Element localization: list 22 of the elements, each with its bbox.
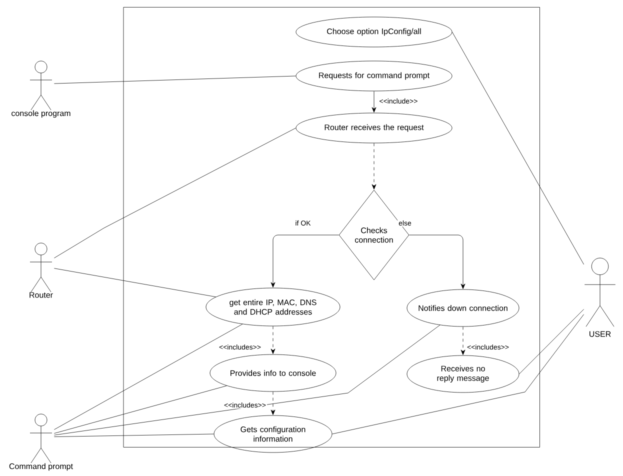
actor-label: USER (590, 331, 611, 337)
system-boundary (123, 7, 540, 448)
connector (54, 76, 296, 84)
connector (372, 143, 376, 190)
connector (54, 128, 296, 258)
connector (409, 234, 466, 289)
actor-label: Router (30, 292, 53, 298)
connector (54, 434, 214, 437)
connector (54, 268, 216, 298)
connector (372, 91, 376, 112)
connector (270, 234, 339, 288)
connector (452, 32, 584, 265)
actor-label: Command prompt (9, 463, 73, 471)
connector (460, 326, 466, 355)
connector (519, 309, 584, 374)
connector (54, 324, 243, 430)
connector (270, 326, 276, 354)
connector (270, 392, 276, 415)
actor-label: console program (12, 110, 70, 118)
connector (332, 314, 584, 434)
connector (54, 324, 440, 436)
connector (54, 386, 227, 434)
